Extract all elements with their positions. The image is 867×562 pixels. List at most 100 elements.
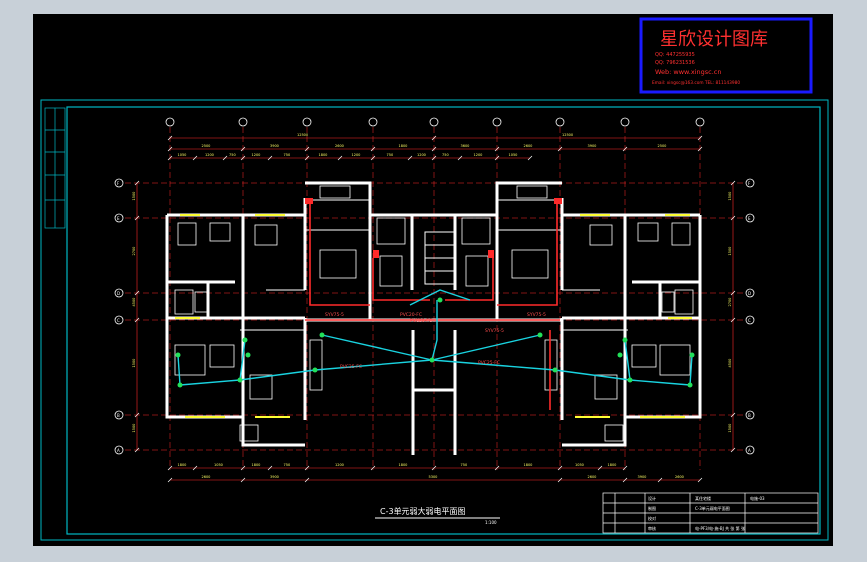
tb-row-2: 制图	[648, 505, 656, 511]
axis-label-right: A	[748, 448, 751, 453]
dim-top-row-label: 2500	[202, 144, 211, 148]
dim-right-tick	[730, 317, 736, 323]
dim-top-sub-label: 1200	[252, 153, 261, 157]
dim-top-sub-tick	[267, 155, 273, 161]
dim-bottom-row-label: 3900	[270, 475, 279, 479]
stamp: 星欣设计图库 QQ: 447255935 QQ: 796231536 Web: …	[639, 17, 813, 94]
cable-label-7: PVC20-FC	[410, 318, 432, 324]
dim-top-sub-label: 1200	[474, 153, 483, 157]
axis-bubble-left	[114, 288, 124, 298]
outlet-icon	[429, 357, 435, 363]
dim-bottom-row-tick	[657, 477, 663, 483]
outer-frame	[40, 99, 829, 541]
dim-bottom-sub-tick	[622, 465, 628, 471]
dim-left-tick	[134, 290, 140, 296]
axis-label-right: F	[748, 181, 751, 186]
dim-top-row-tick	[622, 146, 628, 152]
dim-left-tick	[134, 317, 140, 323]
axis-bubble-top	[695, 117, 705, 127]
axis-label-left: D	[117, 291, 120, 296]
axis-label-left: F	[117, 181, 120, 186]
axis-bubble-left	[114, 410, 124, 420]
dim-top-row-tick	[557, 146, 563, 152]
axis-bubble-top	[492, 117, 502, 127]
axis-bubble-right	[745, 178, 755, 188]
dim-bottom-sub-label: 1800	[608, 463, 617, 467]
dim-top-row-tick	[240, 146, 246, 152]
dim-right-tick	[730, 180, 736, 186]
tb-note: 电-PF3/电-施-BJ 共 张 第 张	[695, 525, 745, 531]
title-block	[602, 492, 819, 534]
tb-row-3: 校对	[648, 515, 656, 521]
dim-top-sub-label: 750	[229, 153, 236, 157]
axis-bubble-left	[114, 445, 124, 455]
red-junction-left	[373, 250, 379, 258]
axis-bubble-left	[114, 178, 124, 188]
red-junction-kitchen-left	[305, 198, 313, 204]
drawing-title: C-3单元弱大弱电平面图	[380, 506, 466, 516]
dim-top-sub-tick	[370, 155, 376, 161]
axis-label-right: D	[748, 291, 751, 296]
axis-label-right: E	[748, 216, 751, 221]
dim-right-label: 1500	[728, 192, 732, 201]
tb-project: 某住宅楼	[695, 495, 711, 501]
dim-top-sub-tick	[527, 155, 533, 161]
dim-top-sub-tick	[457, 155, 463, 161]
stamp-contact: Email: xingsc@163.com TEL: 811143980	[652, 80, 740, 86]
title-block-text: 设计 制图 校对 审核 某住宅楼 C-3单元弱电平面图 电施-03 电-PF3/…	[648, 495, 765, 531]
dim-bottom-row-tick	[697, 477, 703, 483]
dim-top-sub-label: 750	[442, 153, 449, 157]
outlet-icon	[177, 382, 183, 388]
dim-top-sub-tick	[167, 155, 173, 161]
dim-top-sub-tick	[192, 155, 198, 161]
axis-label-left: A	[117, 448, 120, 453]
dim-top-sub-tick	[337, 155, 343, 161]
dim-right-tick	[730, 447, 736, 453]
dim-bottom-row-tick	[167, 477, 173, 483]
tb-no: 电施-03	[750, 495, 765, 501]
axis-label-left: C	[117, 318, 120, 323]
dim-top-row-label: 3900	[270, 144, 279, 148]
tb-row-4: 审核	[648, 525, 656, 531]
dim-bottom-row-label: 2600	[588, 475, 597, 479]
dim-bottom-row-tick	[240, 477, 246, 483]
cable-label-4: PVC25-FC	[340, 364, 362, 370]
dim-left-tick	[134, 215, 140, 221]
outlet-icon	[245, 352, 251, 358]
dim-bottom-row-label: 2600	[202, 475, 211, 479]
axis-bubble-top	[555, 117, 565, 127]
dim-bottom-sub-label: 1800	[524, 463, 533, 467]
axis-bubble-top	[620, 117, 630, 127]
dim-bottom-sub-tick	[240, 465, 246, 471]
dim-top-total-tick	[431, 135, 437, 141]
outlet-icon	[237, 377, 243, 383]
tb-row-1: 设计	[648, 495, 656, 501]
axis-bubble-right	[745, 410, 755, 420]
dim-top-row-label: 3600	[461, 144, 470, 148]
dim-bottom-sub-tick	[167, 465, 173, 471]
dim-left-label: 1500	[132, 359, 136, 368]
dim-top-row-tick	[431, 146, 437, 152]
dim-left-tick	[134, 180, 140, 186]
axis-bubble-top	[302, 117, 312, 127]
tb-sheet: C-3单元弱电平面图	[695, 505, 730, 511]
axis-bubble-left	[114, 213, 124, 223]
dim-top-sub-tick	[304, 155, 310, 161]
dim-bottom-row-tick	[557, 477, 563, 483]
dim-top-sub-label: 1800	[319, 153, 328, 157]
dim-top-sub-tick	[494, 155, 500, 161]
dim-bottom-sub-tick	[304, 465, 310, 471]
axis-bubble-left	[114, 315, 124, 325]
dim-bottom-sub-tick	[597, 465, 603, 471]
axis-label-left: E	[117, 216, 120, 221]
outlet-icon	[437, 297, 443, 303]
interior-walls	[240, 199, 628, 331]
cyan-cables	[177, 289, 693, 386]
dim-top-row-label: 1800	[399, 144, 408, 148]
dim-bottom-sub-tick	[192, 465, 198, 471]
dim-bottom-sub-label: 750	[284, 463, 291, 467]
dim-right-label: 1500	[728, 247, 732, 256]
red-wiring	[305, 200, 560, 410]
outlet-icon	[537, 332, 543, 338]
